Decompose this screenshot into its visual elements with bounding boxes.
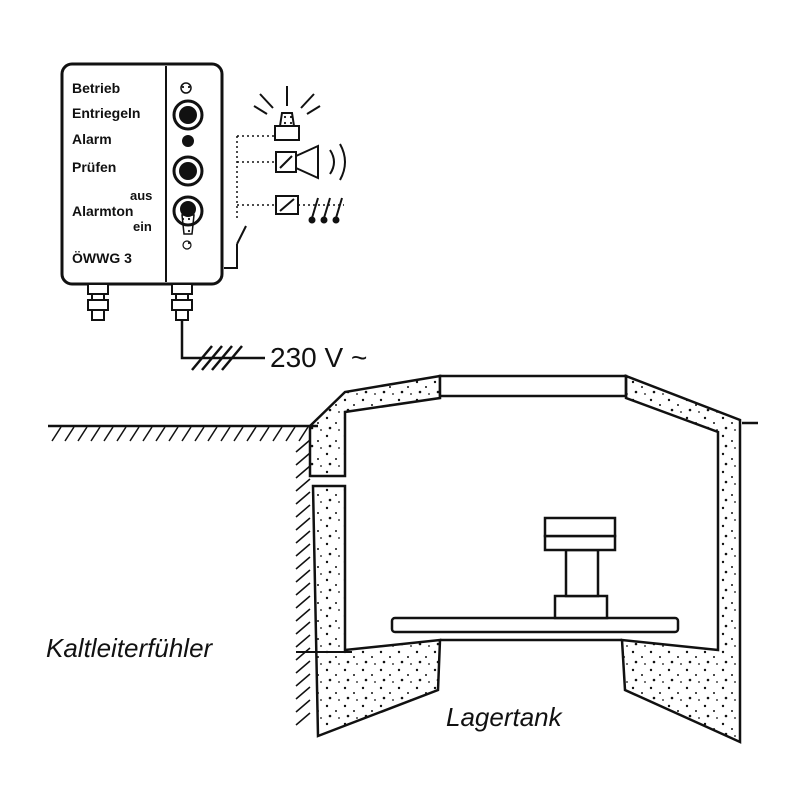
flashing-light-icon [253,86,321,141]
entriegeln-button[interactable] [172,99,204,131]
label-ein: ein [133,219,152,234]
indicator-lamp-icon [182,240,192,250]
tank-label: Lagertank [446,702,562,732]
tank-chamber [308,374,742,744]
contactor-icon [275,195,344,224]
manhole-cover [438,374,628,398]
power-label: 230 V ~ [270,342,368,373]
wall-hatching [295,439,311,726]
cable-gland-right-icon [171,283,193,321]
relay-output [224,135,276,269]
alarmton-toggle-switch[interactable] [172,195,204,235]
pruefen-button[interactable] [172,155,204,187]
alarm-lamp-icon [182,135,194,147]
label-aus: aus [130,188,153,203]
label-model: ÖWWG 3 [72,250,132,266]
label-alarm: Alarm [72,131,112,147]
betrieb-lamp-icon [180,82,192,94]
power-cable [180,320,265,371]
control-device [60,62,224,321]
ground-surface [48,421,758,428]
label-alarmton: Alarmton [72,203,134,219]
cable-gland-left-icon [87,283,109,321]
label-betrieb: Betrieb [72,80,121,96]
label-entriegeln: Entriegeln [72,105,141,121]
horn-icon [275,143,346,181]
storage-tank [390,516,680,634]
ground-hatching [51,426,309,442]
label-pruefen: Prüfen [72,159,117,175]
sensor-label: Kaltleiterfühler [46,633,213,663]
